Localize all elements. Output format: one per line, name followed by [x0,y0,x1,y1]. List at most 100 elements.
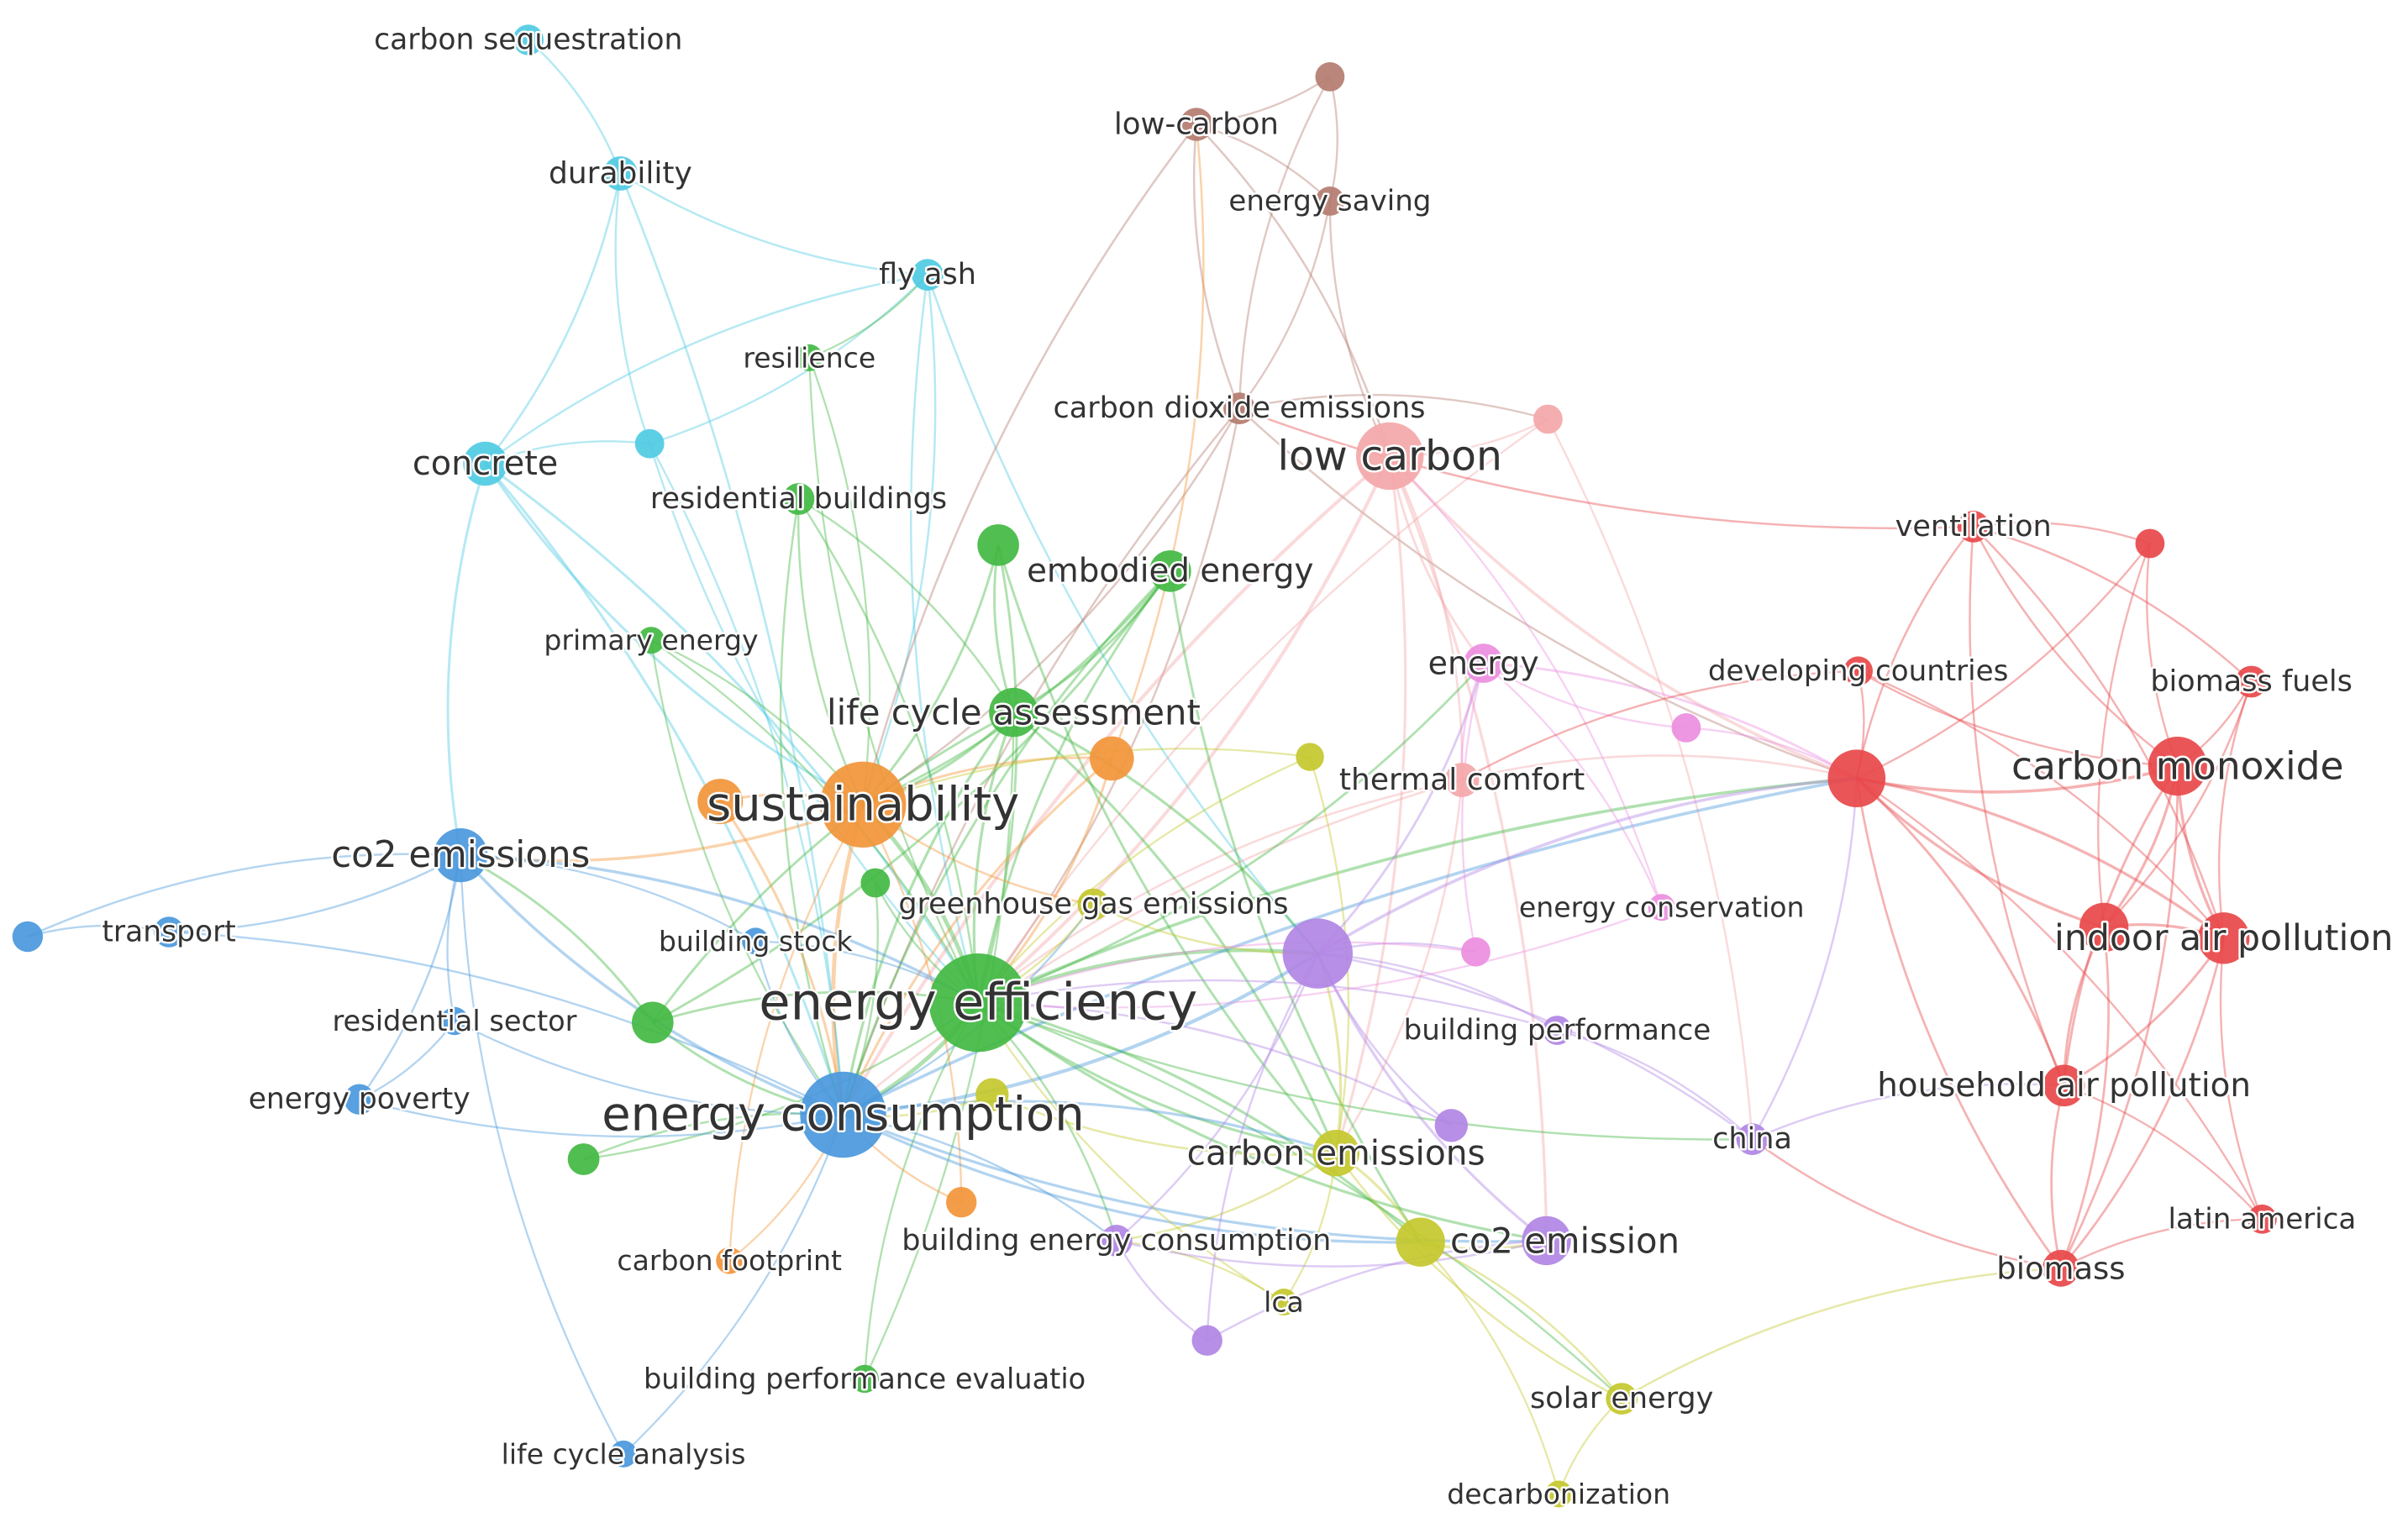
node-decarbonization[interactable] [1545,1480,1573,1508]
node-green-unlabeled-1[interactable] [977,524,1019,566]
node-embodied-energy[interactable] [1149,550,1191,592]
node-biomass-fuels[interactable] [2235,665,2268,698]
node-carbon-footprint[interactable] [716,1247,744,1274]
node-yellow-unlabeled-1[interactable] [1296,743,1324,771]
link-co2-emissions-energy-poverty [358,854,462,1100]
node-lca[interactable] [1270,1289,1297,1315]
node-red-unlabeled-1[interactable] [2135,528,2165,559]
link-cyan-unlabeled-energy-consumption [649,443,844,1116]
node-energy-consumption[interactable] [800,1071,886,1158]
label-energy-efficiency: energy efficiency [759,974,1197,1032]
node-residential-buildings[interactable] [782,483,815,515]
node-greenhouse-gas-emissions[interactable] [1077,888,1110,921]
node-thermal-comfort[interactable] [1444,763,1480,797]
link-energy-poverty-energy-consumption [359,1098,844,1138]
link-building-energy-consumption-purple-unlabeled-2 [1115,1240,1208,1342]
node-co2-emission[interactable] [1522,1216,1571,1266]
node-energy-efficiency[interactable] [928,953,1028,1053]
node-green-unlabeled-2[interactable] [860,868,891,898]
link-purple-unlabeled-2-co2-emission [1207,1239,1547,1342]
label-developing-countries: developing countries [1708,654,2009,688]
link-biomass-fuels-red-unlabeled-2 [2103,681,2253,928]
node-pink-unlabeled[interactable] [1533,404,1563,434]
link-durability-energy-consumption [619,173,844,1116]
node-red-hub[interactable] [1827,749,1886,807]
node-orange-unlabeled-2[interactable] [1090,736,1134,781]
link-ventilation-red-unlabeled-1 [1973,522,2151,545]
link-low-carbon-hyphen-low-carbon [1195,123,1391,457]
link-yellow-unlabeled-1-energy-efficiency [977,756,1311,1004]
node-energy[interactable] [1464,643,1503,683]
node-magenta-unlabeled-2[interactable] [1461,937,1491,967]
node-building-stock[interactable] [742,927,770,955]
node-blue-unlabeled[interactable] [12,921,44,953]
label-concrete: concrete [413,444,558,483]
node-co2-emission-yellow[interactable] [1396,1217,1445,1267]
node-energy-saving[interactable] [1315,186,1345,216]
node-life-cycle-assessment[interactable] [989,687,1038,738]
link-purple-hub-china [1317,952,1753,1141]
link-embodied-energy-co2-emission-yellow [1169,570,1422,1243]
node-building-energy-consumption[interactable] [1100,1225,1133,1257]
node-brown-unlabeled[interactable] [1315,62,1345,92]
link-ventilation-household-air-pollution [1969,526,2065,1086]
node-residential-sector[interactable] [440,1006,469,1036]
node-co2-emissions[interactable] [434,828,488,883]
node-primary-energy[interactable] [638,627,665,654]
link-developing-countries-carbon-monoxide [1858,669,2178,768]
node-resilience[interactable] [796,344,823,371]
node-carbon-sequestration[interactable] [513,24,544,55]
node-energy-poverty[interactable] [344,1084,375,1115]
link-red-hub-latin-america [1856,777,2263,1220]
link-green-unlabeled-3-co2-emissions [460,853,654,1024]
node-energy-conservation[interactable] [1648,894,1675,922]
node-low-carbon-hyphen[interactable] [1180,108,1213,141]
node-sustainability[interactable] [819,761,907,848]
link-red-hub-household-air-pollution [1855,777,2065,1086]
node-orange-unlabeled-3[interactable] [946,1187,977,1218]
node-durability[interactable] [603,156,638,191]
node-carbon-emissions[interactable] [1312,1130,1359,1177]
label-decarbonization: decarbonization [1447,1478,1670,1510]
node-fly-ash[interactable] [912,259,944,291]
link-lca-energy-efficiency [977,1001,1285,1303]
node-solar-energy[interactable] [1606,1383,1638,1415]
node-purple-unlabeled-2[interactable] [1191,1325,1222,1356]
node-red-unlabeled-2[interactable] [2079,902,2129,953]
link-red-hub-biomass [1855,778,2062,1269]
node-carbon-monoxide[interactable] [2148,737,2207,796]
node-green-unlabeled-4[interactable] [567,1143,600,1175]
node-indoor-air-pollution[interactable] [2198,912,2250,964]
link-carbon-dioxide-emissions-pink-unlabeled [1238,393,1548,421]
node-carbon-dioxide-emissions[interactable] [1223,392,1255,425]
node-concrete[interactable] [463,441,507,486]
link-brown-unlabeled-energy-saving [1328,76,1338,202]
node-green-unlabeled-3[interactable] [632,1001,674,1044]
node-low-carbon[interactable] [1356,422,1424,491]
node-biomass[interactable] [2043,1249,2079,1287]
node-orange-unlabeled-1[interactable] [697,779,744,825]
node-china[interactable] [1736,1123,1769,1156]
node-transport[interactable] [153,916,185,948]
link-developing-countries-thermal-comfort [1461,669,1859,781]
node-building-performance[interactable] [1543,1016,1572,1045]
node-life-cycle-analysis[interactable] [610,1440,638,1468]
link-life-cycle-assessment-energy-consumption [841,711,1015,1116]
node-building-performance-evaluatio[interactable] [850,1364,879,1394]
link-primary-energy-energy-consumption [649,640,844,1116]
link-magenta-unlabeled-2-energy-efficiency [977,941,1476,1004]
link-co2-emissions-building-stock [460,853,756,943]
link-low-carbon-thermal-comfort [1389,455,1464,780]
node-ventilation[interactable] [1957,511,1990,543]
node-cyan-unlabeled[interactable] [634,428,665,459]
link-concrete-energy-consumption [484,463,844,1116]
label-biomass: biomass [1996,1250,2125,1286]
node-yellow-unlabeled-2[interactable] [975,1078,1009,1111]
node-latin-america[interactable] [2248,1204,2277,1234]
node-purple-unlabeled-1[interactable] [1434,1109,1469,1142]
node-household-air-pollution[interactable] [2043,1064,2085,1107]
node-purple-hub[interactable] [1282,918,1354,989]
node-developing-countries[interactable] [1843,656,1874,686]
label-household-air-pollution: household air pollution [1877,1067,2251,1105]
node-magenta-unlabeled-1[interactable] [1671,713,1701,743]
